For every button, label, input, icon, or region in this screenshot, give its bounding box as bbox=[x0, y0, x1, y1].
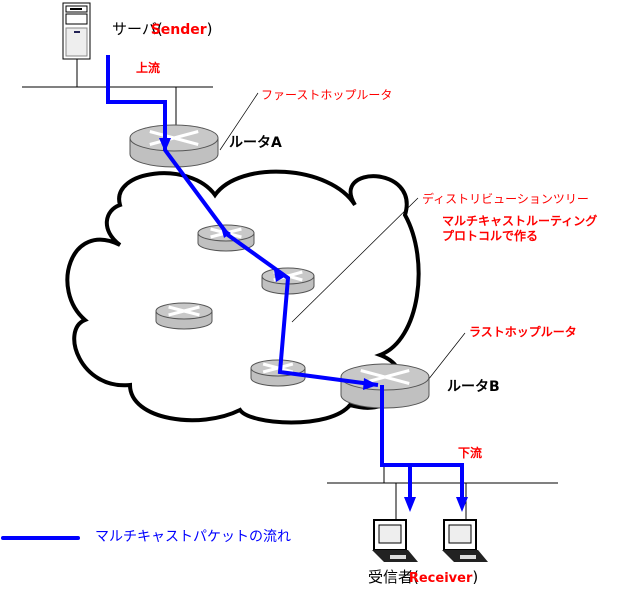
router-icon bbox=[155, 302, 213, 330]
server-label: サーバ(Sender) bbox=[112, 20, 213, 38]
legend-label: マルチキャストパケットの流れ bbox=[95, 529, 291, 545]
last-hop-router-label: ラストホップルータ bbox=[469, 325, 577, 339]
flow-arrowheads bbox=[159, 138, 468, 512]
routing-note-line1: マルチキャストルーティング bbox=[442, 214, 598, 228]
downstream-label: 下流 bbox=[458, 446, 483, 460]
routing-note-line2: プロトコルで作る bbox=[442, 229, 539, 243]
router-a-icon bbox=[129, 124, 219, 168]
first-hop-router-label: ファーストホップルータ bbox=[261, 88, 393, 102]
distribution-tree-label: ディストリビューションツリー bbox=[422, 192, 589, 206]
server-icon bbox=[62, 2, 91, 60]
router-b-icon bbox=[340, 363, 430, 409]
router-b-label: ルータB bbox=[447, 379, 500, 395]
upstream-label: 上流 bbox=[136, 61, 161, 75]
receiver-label: 受信者(Receiver) bbox=[368, 568, 479, 586]
multicast-flow-path bbox=[106, 55, 464, 500]
receiver-laptop-icon bbox=[372, 519, 418, 562]
router-a-label: ルータA bbox=[229, 135, 282, 151]
receiver-laptop-icon bbox=[442, 519, 488, 562]
